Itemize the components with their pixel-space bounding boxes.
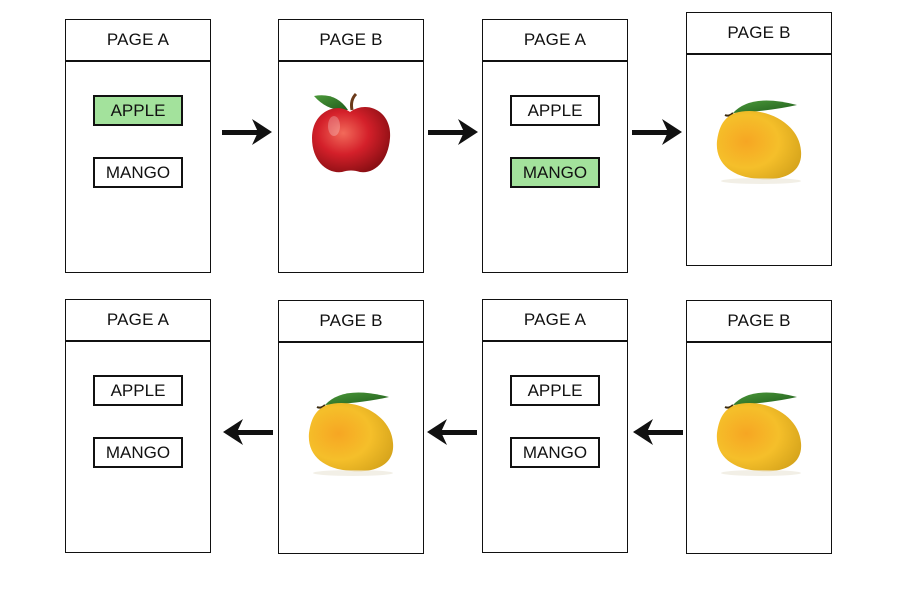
page-a-bottom-1: PAGE A APPLE MANGO [65,299,211,553]
page-title: PAGE B [687,13,831,55]
page-a-top-2: PAGE A APPLE MANGO [482,19,628,273]
mango-button[interactable]: MANGO [93,437,183,468]
page-title: PAGE A [483,20,627,62]
arrow-right-icon [428,119,478,145]
page-title: PAGE B [279,301,423,343]
mango-button[interactable]: MANGO [510,437,600,468]
apple-button[interactable]: APPLE [93,95,183,126]
page-a-bottom-2: PAGE A APPLE MANGO [482,299,628,553]
page-title: PAGE A [66,20,210,62]
page-title: PAGE A [483,300,627,342]
page-b-top-1: PAGE B [278,19,424,273]
mango-image [715,99,803,185]
page-b-top-2: PAGE B [686,12,832,266]
apple-button[interactable]: APPLE [93,375,183,406]
arrow-left-icon [633,419,683,445]
mango-button[interactable]: MANGO [93,157,183,188]
mango-image [715,391,803,477]
page-title: PAGE A [66,300,210,342]
page-title: PAGE B [687,301,831,343]
apple-button[interactable]: APPLE [510,95,600,126]
page-b-bottom-1: PAGE B [278,300,424,554]
apple-button[interactable]: APPLE [510,375,600,406]
arrow-right-icon [222,119,272,145]
page-b-bottom-2: PAGE B [686,300,832,554]
arrow-left-icon [223,419,273,445]
arrow-left-icon [427,419,477,445]
mango-button[interactable]: MANGO [510,157,600,188]
mango-image [307,391,395,477]
page-a-top-1: PAGE A APPLE MANGO [65,19,211,273]
apple-image [310,92,392,174]
arrow-right-icon [632,119,682,145]
page-title: PAGE B [279,20,423,62]
